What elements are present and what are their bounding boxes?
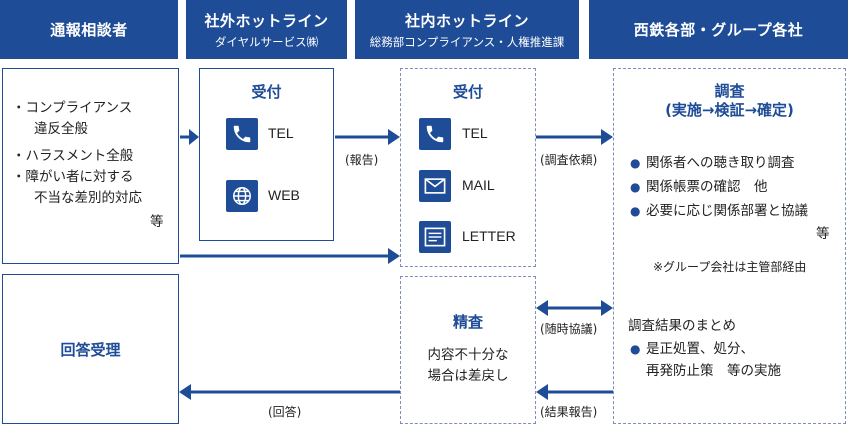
answer-box: 回答受理 bbox=[2, 274, 179, 424]
investigation-item-2: 関係帳票の確認 他 bbox=[646, 179, 768, 195]
header-external-hotline: 社外ホットライン ダイヤルサービス㈱ bbox=[186, 0, 347, 59]
header-group-title: 西鉄各部・グループ各社 bbox=[633, 21, 804, 39]
reporter-item-2: 違反全般 bbox=[34, 121, 88, 137]
arrow-result-report bbox=[536, 384, 613, 400]
header-internal-title: 社内ホットライン bbox=[404, 11, 529, 30]
bullet-icon: ● bbox=[630, 204, 641, 218]
investigation-title: 調査 bbox=[714, 82, 745, 100]
internal-mail-label: MAIL bbox=[462, 177, 495, 193]
investigation-item-1: 関係者への聴き取り調査 bbox=[646, 155, 795, 171]
header-internal-subtitle: 総務部コンプライアンス・人権推進課 bbox=[369, 34, 565, 49]
bullet-icon: ● bbox=[630, 156, 641, 170]
investigation-summary-item-1: 是正処置、処分、 bbox=[646, 341, 754, 357]
review-box-title: 精査 bbox=[452, 313, 483, 331]
reporter-item-6: 等 bbox=[150, 214, 164, 230]
arrow-consult-bidirectional bbox=[536, 300, 613, 316]
answer-box-label: 回答受理 bbox=[60, 340, 121, 359]
header-reporter-title: 通報相談者 bbox=[50, 21, 128, 39]
phone-icon bbox=[226, 118, 258, 150]
bullet-icon: ● bbox=[630, 180, 641, 194]
letter-icon bbox=[419, 221, 451, 253]
investigation-subtitle: (実施→検証→確定) bbox=[665, 101, 794, 119]
arrow-external-to-internal bbox=[335, 129, 400, 145]
investigation-note: ※グループ会社は主管部経由 bbox=[653, 260, 807, 274]
label-report: (報告) bbox=[345, 153, 379, 167]
header-internal-hotline: 社内ホットライン 総務部コンプライアンス・人権推進課 bbox=[355, 0, 579, 59]
investigation-items-suffix: 等 bbox=[816, 226, 830, 242]
arrow-reporter-to-internal bbox=[180, 248, 400, 264]
internal-letter-label: LETTER bbox=[462, 228, 516, 244]
review-line-1: 内容不十分な bbox=[427, 347, 509, 363]
header-external-subtitle: ダイヤルサービス㈱ bbox=[214, 34, 319, 49]
phone-icon bbox=[419, 118, 451, 150]
arrow-reporter-to-external bbox=[180, 129, 199, 145]
header-group: 西鉄各部・グループ各社 bbox=[589, 0, 848, 59]
internal-box-title: 受付 bbox=[452, 83, 483, 101]
investigation-item-3: 必要に応じ関係部署と協議 bbox=[646, 203, 808, 219]
mail-icon bbox=[419, 170, 451, 202]
review-box bbox=[400, 276, 536, 424]
bullet-icon: ● bbox=[630, 342, 641, 356]
reporter-box bbox=[2, 68, 179, 264]
label-result: (結果報告) bbox=[540, 405, 598, 419]
label-consult: (随時協議) bbox=[540, 322, 598, 336]
investigation-summary: 調査結果のまとめ bbox=[628, 318, 736, 334]
external-box bbox=[199, 68, 334, 241]
reporter-item-1: ・コンプライアンス bbox=[12, 100, 133, 116]
label-answer: (回答) bbox=[268, 405, 302, 419]
globe-icon bbox=[226, 180, 258, 212]
reporter-item-3: ・ハラスメント全般 bbox=[12, 148, 134, 164]
external-tel-label: TEL bbox=[268, 125, 294, 141]
header-external-title: 社外ホットライン bbox=[204, 11, 329, 30]
reporter-item-5: 不当な差別的対応 bbox=[34, 190, 142, 206]
review-line-2: 場合は差戻し bbox=[427, 368, 509, 384]
arrow-answer bbox=[179, 384, 400, 400]
arrow-internal-to-group bbox=[536, 129, 613, 145]
external-web-label: WEB bbox=[268, 187, 300, 203]
investigation-summary-item-2: 再発防止策 等の実施 bbox=[646, 363, 781, 379]
investigation-box bbox=[613, 68, 846, 424]
label-request: (調査依頼) bbox=[540, 153, 598, 167]
header-reporter: 通報相談者 bbox=[0, 0, 178, 59]
internal-tel-label: TEL bbox=[462, 125, 488, 141]
reporter-item-4: ・障がい者に対する bbox=[12, 169, 134, 185]
external-box-title: 受付 bbox=[251, 83, 282, 101]
